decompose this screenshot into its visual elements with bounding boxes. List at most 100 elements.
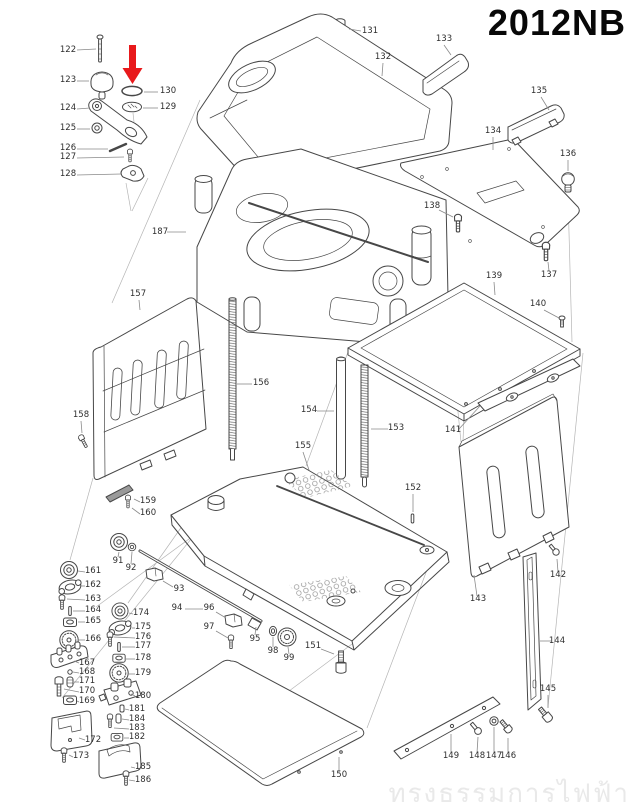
leader-line-181 — [124, 708, 130, 711]
leader-line-135 — [540, 96, 550, 111]
part-label-153: 153 — [388, 423, 404, 433]
part-label-151: 151 — [305, 641, 321, 651]
leader-line-160 — [131, 507, 141, 515]
part-130-o-ring — [121, 85, 143, 97]
part-label-179: 179 — [135, 668, 151, 678]
part-label-175: 175 — [135, 622, 151, 632]
part-label-177: 177 — [135, 641, 151, 651]
part-178-nut — [112, 653, 126, 663]
part-label-182: 182 — [129, 732, 145, 742]
part-174-bearing — [111, 602, 129, 620]
part-161-bearing — [60, 561, 78, 579]
part-label-168: 168 — [79, 667, 95, 677]
leader-line-185 — [130, 766, 136, 769]
part-182-nut — [110, 732, 124, 742]
part-187-main-body — [194, 148, 449, 345]
part-133-handle — [422, 53, 469, 96]
part-139-table-plate — [347, 282, 581, 422]
part-label-137: 137 — [541, 270, 557, 280]
part-145-screw — [537, 706, 553, 723]
part-label-183: 183 — [129, 723, 145, 733]
leader-line-97 — [215, 630, 229, 639]
part-163-screw — [58, 594, 66, 610]
leader-line-158 — [80, 420, 83, 434]
part-146-screw — [499, 719, 513, 734]
leader-line-148 — [476, 736, 479, 754]
leader-line-96 — [215, 611, 227, 619]
part-label-173: 173 — [73, 751, 89, 761]
part-184-sleeve — [115, 713, 122, 724]
part-label-180: 180 — [135, 691, 151, 701]
part-97-screw — [227, 634, 235, 649]
part-label-94: 94 — [172, 603, 183, 613]
part-142-screw — [548, 543, 560, 556]
part-label-135: 135 — [531, 86, 547, 96]
part-label-167: 167 — [79, 658, 95, 668]
part-125-ring — [91, 122, 103, 134]
part-132-top-cover — [196, 13, 453, 188]
part-label-169: 169 — [79, 696, 95, 706]
part-label-176: 176 — [135, 632, 151, 642]
part-159-strip — [105, 484, 134, 503]
part-91-bearing — [110, 533, 128, 551]
part-label-146: 146 — [500, 751, 516, 761]
part-181-pin — [119, 704, 125, 713]
leader-line-142 — [556, 558, 559, 573]
part-128-bracket — [120, 164, 145, 182]
part-label-91: 91 — [113, 556, 124, 566]
part-label-142: 142 — [550, 570, 566, 580]
part-label-162: 162 — [85, 580, 101, 590]
part-label-154: 154 — [301, 405, 317, 415]
part-143-right-panel — [458, 393, 570, 578]
part-160-screw — [125, 494, 131, 509]
part-127-screw — [127, 148, 133, 163]
part-122-screw — [96, 34, 104, 63]
leader-line-124 — [76, 107, 91, 110]
leader-line-133 — [443, 44, 452, 56]
leader-line-128 — [76, 173, 122, 176]
part-label-159: 159 — [140, 496, 156, 506]
part-label-152: 152 — [405, 483, 421, 493]
part-label-134: 134 — [485, 126, 501, 136]
part-151-bolt — [335, 650, 347, 674]
part-183-screw — [106, 713, 114, 728]
highlight-arrow-icon — [122, 45, 143, 84]
leader-line-163 — [66, 598, 86, 601]
part-label-166: 166 — [85, 634, 101, 644]
part-99-knurled-roller — [277, 627, 297, 647]
part-label-124: 124 — [60, 103, 76, 113]
part-96-block — [224, 613, 243, 628]
part-label-170: 170 — [79, 686, 95, 696]
part-label-157: 157 — [130, 289, 146, 299]
part-98-washer — [268, 625, 278, 637]
part-label-163: 163 — [85, 594, 101, 604]
part-label-96: 96 — [204, 603, 215, 613]
part-147-washer — [489, 716, 499, 726]
part-164-pin — [68, 606, 72, 616]
part-label-155: 155 — [295, 441, 311, 451]
part-140-screw — [558, 315, 566, 328]
part-label-136: 136 — [560, 149, 576, 159]
part-129-disc — [122, 101, 142, 113]
part-169-nut — [63, 695, 77, 705]
leader-line-137 — [547, 261, 550, 272]
part-148-screw — [469, 721, 482, 735]
part-label-149: 149 — [443, 751, 459, 761]
part-180-bracket — [98, 678, 142, 706]
part-label-97: 97 — [204, 622, 215, 632]
part-label-130: 130 — [160, 86, 176, 96]
part-label-161: 161 — [85, 566, 101, 576]
leader-line-139 — [493, 281, 496, 296]
part-label-125: 125 — [60, 123, 76, 133]
part-label-156: 156 — [253, 378, 269, 388]
part-label-122: 122 — [60, 45, 76, 55]
part-label-138: 138 — [424, 201, 440, 211]
part-123-knob — [90, 71, 114, 100]
part-162-flange — [56, 577, 84, 597]
leader-line-157 — [138, 299, 141, 311]
part-135-handle — [507, 104, 565, 146]
part-label-131: 131 — [362, 26, 378, 36]
part-167-bracket — [50, 641, 89, 668]
